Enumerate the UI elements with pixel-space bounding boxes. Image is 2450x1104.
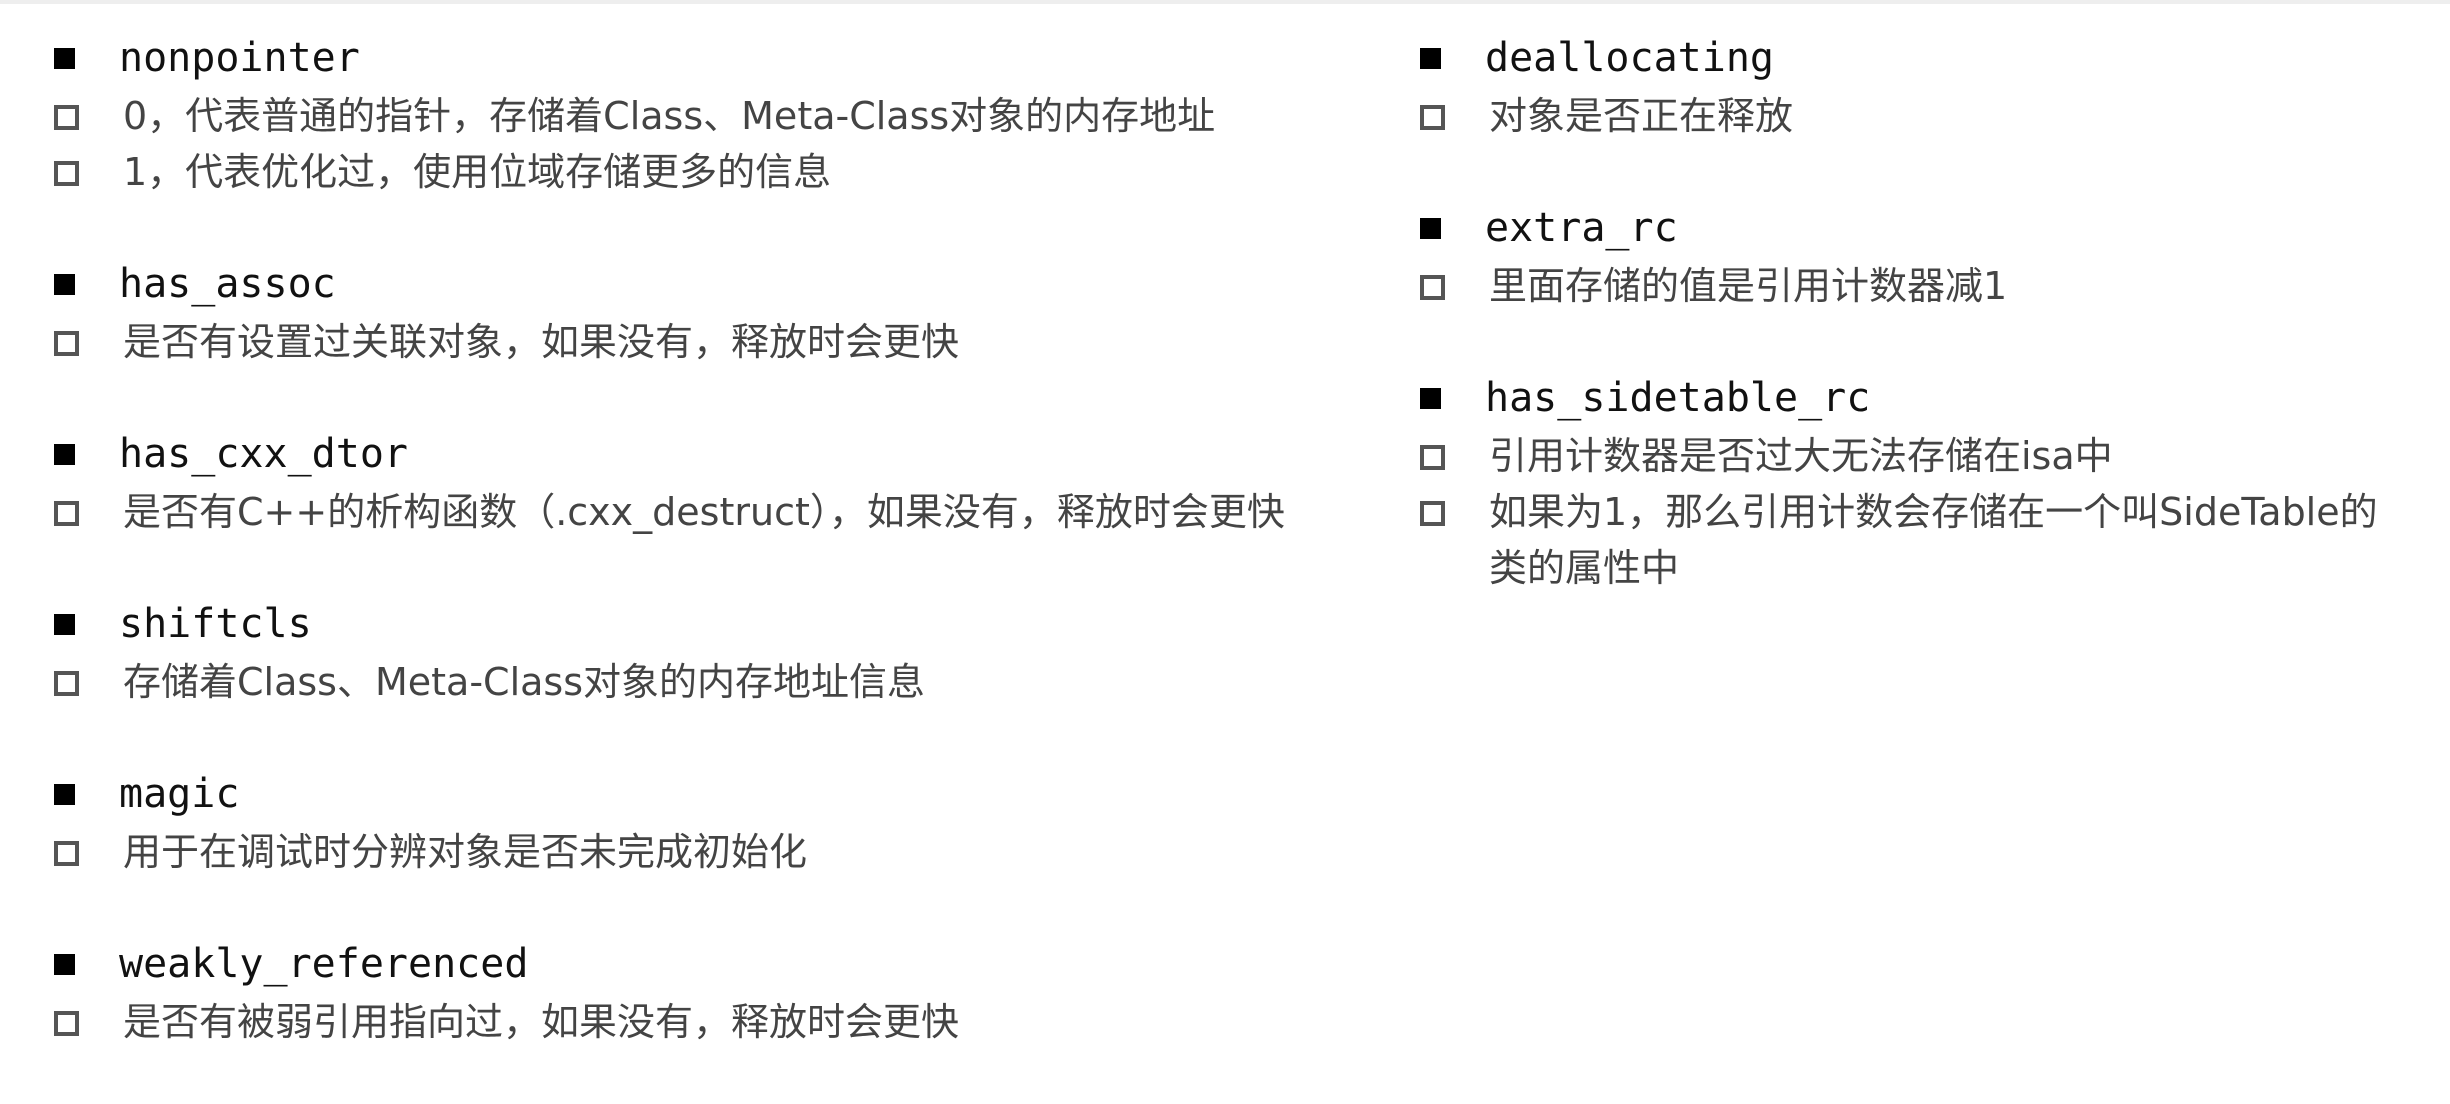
field-header: nonpointer	[48, 28, 1378, 88]
field-description: 是否有C++的析构函数（.cxx_destruct），如果没有，释放时会更快	[48, 484, 1378, 540]
field-header: has_cxx_dtor	[48, 424, 1378, 484]
hollow-square-bullet-icon	[1420, 275, 1445, 300]
field-name: shiftcls	[119, 601, 312, 647]
field-name: has_cxx_dtor	[119, 431, 408, 477]
filled-square-bullet-icon	[1420, 387, 1441, 409]
field-name: nonpointer	[119, 35, 360, 81]
filled-square-bullet-icon	[54, 443, 75, 465]
description-text: 1，代表优化过，使用位域存储更多的信息	[123, 150, 832, 194]
field-name: deallocating	[1485, 35, 1774, 81]
right-column: deallocating 对象是否正在释放 extra_rc 里面存储的值是引用…	[1414, 28, 2424, 650]
field-header: shiftcls	[48, 594, 1378, 654]
field-description: 用于在调试时分辨对象是否未完成初始化	[48, 824, 1378, 880]
field-description: 引用计数器是否过大无法存储在isa中	[1414, 428, 2424, 484]
hollow-square-bullet-icon	[1420, 501, 1445, 526]
field-weakly-referenced: weakly_referenced 是否有被弱引用指向过，如果没有，释放时会更快	[48, 934, 1378, 1050]
field-has-assoc: has_assoc 是否有设置过关联对象，如果没有，释放时会更快	[48, 254, 1378, 370]
description-text: 是否有设置过关联对象，如果没有，释放时会更快	[123, 320, 960, 364]
filled-square-bullet-icon	[54, 613, 75, 635]
description-text: 存储着Class、Meta-Class对象的内存地址信息	[123, 660, 926, 704]
description-text: 用于在调试时分辨对象是否未完成初始化	[123, 830, 808, 874]
hollow-square-bullet-icon	[54, 501, 79, 526]
description-text: 如果为1，那么引用计数会存储在一个叫SideTable的类的属性中	[1489, 490, 2378, 590]
field-name: magic	[119, 771, 240, 817]
field-name: weakly_referenced	[119, 941, 529, 987]
field-description: 存储着Class、Meta-Class对象的内存地址信息	[48, 654, 1378, 710]
hollow-square-bullet-icon	[54, 331, 79, 356]
field-nonpointer: nonpointer 0，代表普通的指针，存储着Class、Meta-Class…	[48, 28, 1378, 200]
field-extra-rc: extra_rc 里面存储的值是引用计数器减1	[1414, 198, 2424, 314]
hollow-square-bullet-icon	[54, 161, 79, 186]
hollow-square-bullet-icon	[54, 671, 79, 696]
hollow-square-bullet-icon	[1420, 105, 1445, 130]
description-text: 是否有C++的析构函数（.cxx_destruct），如果没有，释放时会更快	[123, 490, 1285, 534]
field-description: 里面存储的值是引用计数器减1	[1414, 258, 2424, 314]
field-description: 对象是否正在释放	[1414, 88, 2424, 144]
field-has-cxx-dtor: has_cxx_dtor 是否有C++的析构函数（.cxx_destruct），…	[48, 424, 1378, 540]
filled-square-bullet-icon	[54, 273, 75, 295]
description-text: 是否有被弱引用指向过，如果没有，释放时会更快	[123, 1000, 960, 1044]
top-divider	[0, 0, 2450, 4]
field-header: has_sidetable_rc	[1414, 368, 2424, 428]
hollow-square-bullet-icon	[54, 105, 79, 130]
description-text: 引用计数器是否过大无法存储在isa中	[1489, 434, 2113, 478]
field-description: 如果为1，那么引用计数会存储在一个叫SideTable的类的属性中	[1414, 484, 2424, 596]
field-name: extra_rc	[1485, 205, 1678, 251]
field-name: has_assoc	[119, 261, 336, 307]
hollow-square-bullet-icon	[54, 1011, 79, 1036]
filled-square-bullet-icon	[54, 953, 75, 975]
field-description: 1，代表优化过，使用位域存储更多的信息	[48, 144, 1378, 200]
description-text: 里面存储的值是引用计数器减1	[1489, 264, 2008, 308]
hollow-square-bullet-icon	[1420, 445, 1445, 470]
field-has-sidetable-rc: has_sidetable_rc 引用计数器是否过大无法存储在isa中 如果为1…	[1414, 368, 2424, 596]
field-header: magic	[48, 764, 1378, 824]
field-header: extra_rc	[1414, 198, 2424, 258]
hollow-square-bullet-icon	[54, 841, 79, 866]
field-header: has_assoc	[48, 254, 1378, 314]
filled-square-bullet-icon	[54, 783, 75, 805]
field-description: 是否有被弱引用指向过，如果没有，释放时会更快	[48, 994, 1378, 1050]
field-deallocating: deallocating 对象是否正在释放	[1414, 28, 2424, 144]
field-name: has_sidetable_rc	[1485, 375, 1871, 421]
field-shiftcls: shiftcls 存储着Class、Meta-Class对象的内存地址信息	[48, 594, 1378, 710]
description-text: 对象是否正在释放	[1489, 94, 1794, 138]
description-text: 0，代表普通的指针，存储着Class、Meta-Class对象的内存地址	[123, 94, 1216, 138]
filled-square-bullet-icon	[1420, 47, 1441, 69]
field-description: 0，代表普通的指针，存储着Class、Meta-Class对象的内存地址	[48, 88, 1378, 144]
filled-square-bullet-icon	[1420, 217, 1441, 239]
field-magic: magic 用于在调试时分辨对象是否未完成初始化	[48, 764, 1378, 880]
filled-square-bullet-icon	[54, 47, 75, 69]
field-description: 是否有设置过关联对象，如果没有，释放时会更快	[48, 314, 1378, 370]
field-header: deallocating	[1414, 28, 2424, 88]
field-header: weakly_referenced	[48, 934, 1378, 994]
left-column: nonpointer 0，代表普通的指针，存储着Class、Meta-Class…	[48, 28, 1378, 1104]
